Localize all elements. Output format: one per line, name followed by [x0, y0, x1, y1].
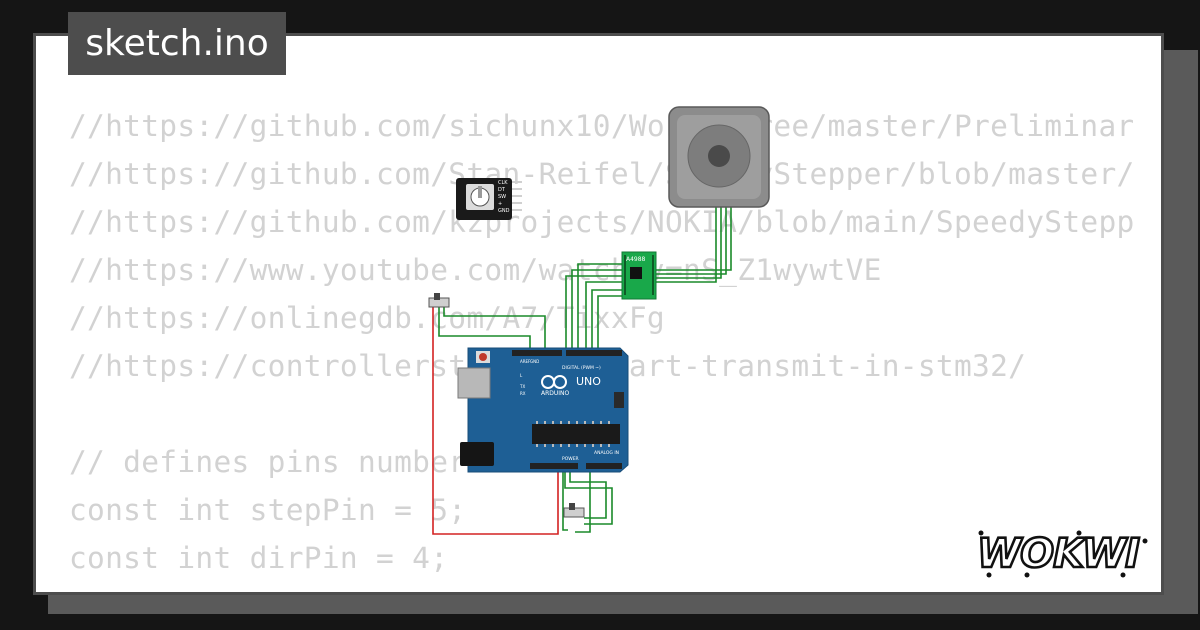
- arduino-logo-icon: [541, 375, 567, 389]
- aref-label: AREF: [520, 359, 531, 364]
- wire-bottom-1: [564, 470, 613, 525]
- wokwi-logo-dots: [978, 530, 1148, 578]
- reset-button[interactable]: [479, 353, 487, 361]
- wire-driver-5: [591, 289, 622, 350]
- a4988-driver[interactable]: A4988: [621, 251, 657, 300]
- encoder-pin-label: +: [498, 201, 502, 207]
- encoder-pin-label: CLK: [498, 180, 508, 186]
- led-label: L: [520, 373, 523, 378]
- wires: [432, 205, 732, 535]
- wire-bottom-2: [569, 470, 607, 519]
- code-line: //https://github.com/kzprojects/NOKIA/bl…: [69, 205, 1133, 239]
- rx-label: RX: [520, 391, 526, 396]
- header-power: [530, 463, 578, 469]
- wire-driver-1: [577, 263, 622, 350]
- analog-label: ANALOG IN: [594, 450, 619, 456]
- code-line: //https://github.com/sichunx10/Wokwi/tre…: [69, 109, 1133, 143]
- wire-driver-3: [565, 275, 622, 350]
- rotary-encoder[interactable]: CLK DT SW + GND: [456, 178, 522, 220]
- wire-motor-b: [650, 205, 722, 279]
- digital-label: DIGITAL (PWM ~): [562, 365, 601, 371]
- slide-switch-top[interactable]: [428, 293, 450, 308]
- code-line: const int enablePin = 12;: [69, 582, 1133, 592]
- wire-bottom-3: [562, 470, 568, 531]
- wire-switch-top: [438, 306, 531, 350]
- atmega-chip: [532, 424, 620, 444]
- wokwi-logo: WOKWI: [976, 530, 1148, 578]
- encoder-pins: [512, 181, 522, 211]
- power-jack: [460, 442, 494, 466]
- wire-bottom-4: [575, 470, 591, 533]
- file-tab[interactable]: sketch.ino: [68, 12, 286, 75]
- encoder-pin-label: SW: [498, 194, 506, 200]
- gnd-label: GND: [530, 359, 539, 364]
- board-brand-label: ARDUINO: [541, 390, 570, 397]
- wire-motor-d: [650, 205, 732, 271]
- stepper-motor[interactable]: [668, 106, 770, 208]
- driver-label: A4988: [626, 256, 646, 263]
- code-line: const int dirPin = 4;: [69, 541, 449, 575]
- arduino-uno[interactable]: UNO ARDUINO DIGITAL (PWM ~) POWER ANALOG…: [457, 347, 629, 473]
- encoder-pin-label: GND: [498, 208, 510, 214]
- slide-switch-bottom[interactable]: [563, 503, 585, 518]
- wire-motor-a: [650, 205, 717, 283]
- encoder-pin-label: DT: [498, 187, 506, 193]
- header-analog: [586, 463, 622, 469]
- code-line: const int stepPin = 5;: [69, 493, 467, 527]
- usb-port: [457, 367, 491, 399]
- wokwi-logo-text: WOKWI: [977, 531, 1140, 577]
- wire-red: [432, 306, 559, 535]
- wire-driver-4: [585, 281, 622, 350]
- code-line: //https://www.youtube.com/watch?v=nS_Z1w…: [69, 253, 882, 287]
- code-line: //https://github.com/Stan-Reifel/SpeedyS…: [69, 157, 1133, 191]
- wire-motor-c: [650, 205, 727, 275]
- wire-driver-6: [597, 295, 622, 350]
- header-digital-high: [512, 350, 562, 356]
- board-model-label: UNO: [576, 375, 601, 388]
- power-label: POWER: [562, 456, 579, 462]
- header-digital-low: [566, 350, 622, 356]
- wire-switch-top-2: [443, 306, 546, 350]
- icsp-header: [614, 392, 624, 408]
- tx-label: TX: [519, 384, 525, 389]
- wire-driver-2: [571, 269, 622, 350]
